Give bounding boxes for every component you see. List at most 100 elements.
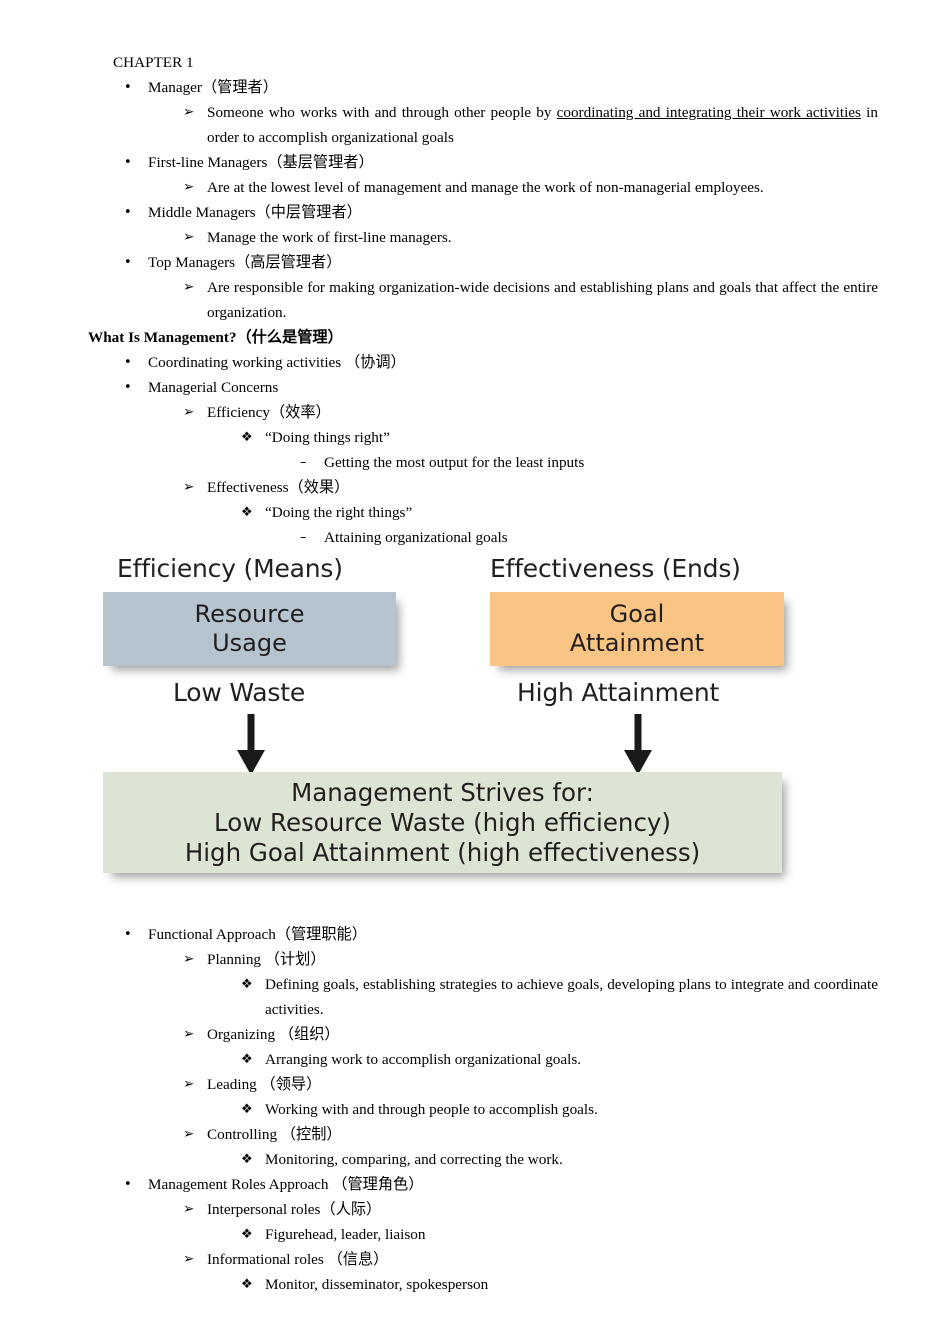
outline-text: First-line Managers（基层管理者）: [148, 154, 374, 171]
outline-text: Manage the work of first-line managers.: [207, 229, 452, 246]
bullet-diamond-icon: ❖: [241, 1102, 253, 1117]
bullet-arrow-icon: ➢: [183, 279, 195, 295]
outline-text: Defining goals, establishing strategies …: [265, 976, 878, 1018]
outline-line: • Coordinating working activities （协调）: [88, 350, 878, 375]
outline-line: –Getting the most output for the least i…: [88, 450, 878, 475]
bullet-dot-icon: •: [124, 80, 132, 95]
bullet-arrow-icon: ➢: [183, 1026, 195, 1042]
outline-text: Middle Managers（中层管理者）: [148, 204, 362, 221]
bullet-dot-icon: •: [124, 255, 132, 270]
strives-line3: High Goal Attainment (high effectiveness…: [184, 837, 701, 867]
bullet-diamond-icon: ❖: [241, 1152, 253, 1167]
strives-line2: Low Resource Waste (high efficiency): [213, 807, 671, 837]
bullet-diamond-icon: ❖: [241, 1052, 253, 1067]
outline-text: CHAPTER 1: [113, 54, 194, 71]
bullet-dot-icon: •: [124, 927, 132, 942]
down-arrow-right-icon: [624, 714, 652, 775]
diagram-right-heading: Effectiveness (Ends): [490, 554, 741, 583]
outline-line: ❖Monitor, disseminator, spokesperson: [88, 1272, 878, 1297]
diagram-left-heading: Efficiency (Means): [117, 554, 343, 583]
outline-text: “Doing the right things”: [265, 504, 413, 521]
outline-text: Interpersonal roles（人际）: [207, 1201, 382, 1218]
bullet-dash-icon: –: [300, 455, 307, 470]
strives-line1: Management Strives for:: [291, 777, 594, 807]
resource-usage-line2: Usage: [212, 629, 287, 657]
bullet-dot-icon: •: [124, 1177, 132, 1192]
outline-text: Coordinating working activities （协调）: [148, 354, 406, 371]
outline-line: ❖ Figurehead, leader, liaison: [88, 1222, 878, 1247]
bullet-diamond-icon: ❖: [241, 430, 253, 445]
goal-attainment-line1: Goal: [609, 600, 665, 628]
bullet-dot-icon: •: [124, 355, 132, 370]
outline-line: ❖ Monitoring, comparing, and correcting t…: [88, 1147, 878, 1172]
outline-line: ❖ “Doing the right things”: [88, 500, 878, 525]
outline-line: ➢ Informational roles （信息）: [88, 1247, 878, 1272]
outline-text: “Doing things right”: [265, 429, 390, 446]
bullet-arrow-icon: ➢: [183, 179, 195, 195]
goal-attainment-line2: Attainment: [569, 629, 705, 657]
outline-line: What Is Management?（什么是管理）: [88, 325, 878, 350]
bullet-dot-icon: •: [124, 205, 132, 220]
outline-text: Functional Approach（管理职能）: [148, 926, 367, 943]
bullet-arrow-icon: ➢: [183, 1251, 195, 1267]
outline-line: ❖Arranging work to accomplish organizati…: [88, 1047, 878, 1072]
bullet-dot-icon: •: [124, 155, 132, 170]
outline-line: •Top Managers（高层管理者）: [88, 250, 878, 275]
outline-line: ➢Controlling （控制）: [88, 1122, 878, 1147]
outline-line: ❖ Working with and through people to acco…: [88, 1097, 878, 1122]
outline-line: ➢ Are at the lowest level of management a…: [88, 175, 878, 200]
diagram-left-caption: Low Waste: [173, 678, 306, 707]
bullet-arrow-icon: ➢: [183, 404, 195, 420]
bullet-arrow-icon: ➢: [183, 951, 195, 967]
outline-line: ➢ Leading （领导）: [88, 1072, 878, 1097]
outline-text: What Is Management?（什么是管理）: [88, 329, 343, 346]
outline-text: Are responsible for making organization-…: [207, 279, 878, 321]
outline-line: ➢ Planning （计划）: [88, 947, 878, 972]
outline-text: Leading （领导）: [207, 1076, 322, 1093]
outline-line: CHAPTER 1: [88, 50, 878, 75]
diagram-goal-attainment-box: Goal Attainment: [490, 592, 784, 666]
outline-line: • Middle Managers（中层管理者）: [88, 200, 878, 225]
outline-text: Working with and through people to accom…: [265, 1101, 598, 1118]
bullet-arrow-icon: ➢: [183, 229, 195, 245]
outline-text: Manager（管理者）: [148, 79, 278, 96]
outline-line: ➢ Effectiveness（效果）: [88, 475, 878, 500]
outline-line: • Managerial Concerns: [88, 375, 878, 400]
diagram-resource-usage-box: Resource Usage: [103, 592, 396, 666]
diagram-management-strives-box: Management Strives for: Low Resource Was…: [103, 772, 782, 873]
outline-text: Monitoring, comparing, and correcting th…: [265, 1151, 563, 1168]
diagram-right-caption: High Attainment: [517, 678, 720, 707]
outline-line: ➢Organizing （组织）: [88, 1022, 878, 1047]
outline-text: Are at the lowest level of management an…: [207, 179, 764, 196]
bullet-diamond-icon: ❖: [241, 505, 253, 520]
bullet-diamond-icon: ❖: [241, 977, 253, 992]
bullet-diamond-icon: ❖: [241, 1227, 253, 1242]
outline-line: ➢ Someone who works with and through othe…: [88, 100, 878, 150]
outline-text: Effectiveness（效果）: [207, 479, 350, 496]
outline-line: ❖ Defining goals, establishing strategies…: [88, 972, 878, 1022]
bullet-arrow-icon: ➢: [183, 1201, 195, 1217]
bullet-dash-icon: –: [300, 530, 307, 545]
outline-text: Planning （计划）: [207, 951, 326, 968]
outline-line: • Management Roles Approach （管理角色）: [88, 1172, 878, 1197]
bullet-arrow-icon: ➢: [183, 104, 195, 120]
outline-text: Managerial Concerns: [148, 379, 279, 396]
outline-line: ➢ Interpersonal roles（人际）: [88, 1197, 878, 1222]
outline-line: ➢ Manage the work of first-line managers.: [88, 225, 878, 250]
outline-line: ➢Efficiency（效率）: [88, 400, 878, 425]
bullet-arrow-icon: ➢: [183, 479, 195, 495]
outline-text: Informational roles （信息）: [207, 1251, 389, 1268]
outline-lower: • Functional Approach（管理职能） ➢ Planning （计划）…: [88, 922, 878, 1297]
outline-line: ❖ “Doing things right”: [88, 425, 878, 450]
resource-usage-line1: Resource: [194, 600, 305, 628]
outline-upper: CHAPTER 1 • Manager（管理者） ➢ Someone who works…: [88, 50, 878, 550]
outline-text: Controlling （控制）: [207, 1126, 342, 1143]
outline-line: • Functional Approach（管理职能）: [88, 922, 878, 947]
bullet-dot-icon: •: [124, 380, 132, 395]
outline-text: Management Roles Approach （管理角色）: [148, 1176, 424, 1193]
bullet-arrow-icon: ➢: [183, 1076, 195, 1092]
outline-line: –Attaining organizational goals: [88, 525, 878, 550]
outline-line: • Manager（管理者）: [88, 75, 878, 100]
outline-text: Someone who works with and through other…: [207, 104, 878, 146]
outline-text: Figurehead, leader, liaison: [265, 1226, 426, 1243]
